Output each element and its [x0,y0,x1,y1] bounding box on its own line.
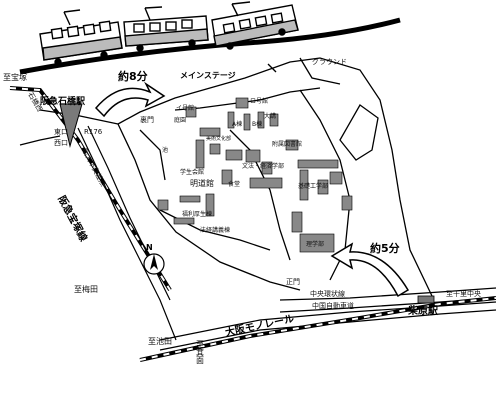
bldg-i-label: イ号館 [176,104,194,112]
chugoku-expressway-label: 中国自動車道 [312,301,354,310]
meido-label: 明道館 [190,178,214,188]
train-car-2 [123,6,209,52]
train-illustration [19,1,401,75]
chuo-kanjo-label: 中央環状線 [310,289,345,298]
daiko-label: 大講 [264,112,276,120]
bldg-ro-label: ロ号館 [250,97,268,105]
shokudo-label: 食堂 [228,180,240,188]
hankyu-rail [9,86,172,292]
higashi-guchi-label: 東口 [54,127,68,136]
bldg-ro-shape [235,97,249,109]
dir-takarazuka: 至宝塚 [3,72,27,82]
left-roads [19,109,177,341]
toshokan-label: 附属図書館 [272,140,302,148]
main-stage-label: メインステージ [180,71,236,80]
shibahara-station-label: 柴原駅 [407,304,439,317]
kiso-kogaku-label: 基礎工学部 [298,182,328,190]
campus-buildings [157,97,353,253]
teien-label: 庭園 [174,116,186,124]
b-to-label: B棟 [252,120,262,128]
rigakubu-label: 理学部 [306,240,324,248]
hankyu-takarazuka-line-label: 阪急宝塚線 [55,193,90,243]
walk-time-ishibashi: 約8分 [118,69,148,83]
train-car-3 [211,1,299,50]
ground-label: グラウンド [312,57,347,66]
train-track [19,17,401,75]
ishibashi-station-label: 阪急石橋駅 [40,95,86,107]
dir-minoh: 至箕面 [196,340,205,365]
bunka-label: 美術文化部 [206,135,231,142]
nishi-guchi-label: 西口 [54,139,68,147]
ura-mon-label: 裏門 [140,115,154,124]
dir-senri-chuo: 至千里中央 [446,289,481,298]
compass-north-label: N [146,243,153,252]
hokei-label: 法経講義棟 [200,226,230,234]
dir-umeda: 至梅田 [74,284,98,294]
campus-outline [117,57,433,297]
bunpo-label: 文法・経済学部 [242,162,284,170]
dir-ikeda: 至池田 [148,336,172,346]
a-to-label: A棟 [232,120,242,128]
monorail-line [139,296,496,362]
fukuri-label: 福利厚生棟 [182,210,212,218]
walk-arrow-shibahara [330,242,410,298]
walk-arrow-ishibashi [94,81,166,118]
walk-time-shibahara: 約5分 [370,241,400,255]
shibahara-station-shape [417,295,435,304]
ike-label: 池 [162,146,168,154]
ishibashi-station-shape [59,103,83,148]
north-arrow-icon [150,254,158,270]
gakusei-label: 学生会館 [180,168,204,176]
r176-label: R176 [84,128,103,136]
compass: N [143,243,165,275]
bldg-i-shape [185,106,197,118]
sei-mon-label: 正門 [286,278,300,286]
handai-shita-label: 阪大下交差点 [80,147,108,188]
train-car-1 [39,9,123,66]
